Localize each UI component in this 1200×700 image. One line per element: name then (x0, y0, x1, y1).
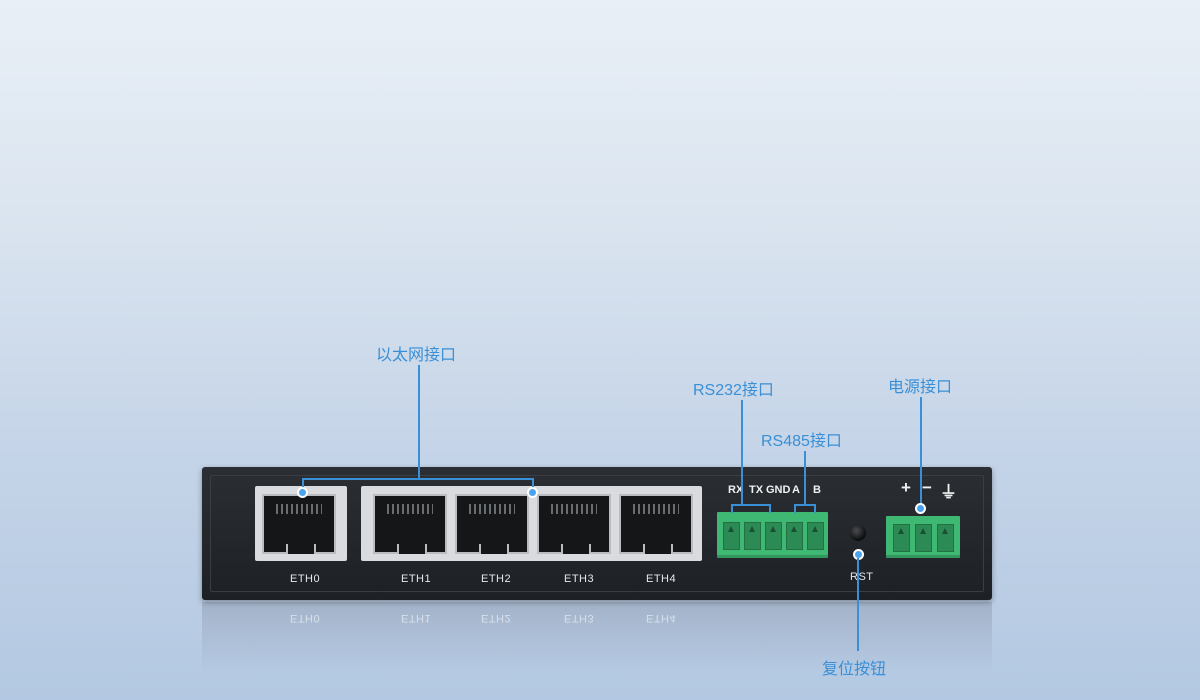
power-ground-icon: ⏚ (940, 483, 957, 502)
power-terminal-block[interactable] (886, 516, 960, 558)
pin-label-gnd: GND (766, 484, 791, 496)
eth0-label: ETH0 (290, 573, 321, 585)
callout-line-rs485-h (794, 504, 816, 506)
eth4-label: ETH4 (646, 573, 677, 585)
callout-power: 电源接口 (888, 379, 953, 396)
device-front-panel (210, 475, 984, 592)
callout-line-ethernet-h (302, 478, 534, 480)
eth0-port[interactable] (262, 494, 336, 554)
reset-label: RST (850, 571, 874, 583)
device-reflection (202, 602, 992, 672)
callout-line-rs232 (741, 400, 743, 504)
power-minus-icon: − (922, 478, 932, 497)
callout-line-ethernet-left (302, 478, 304, 491)
serial-terminal-block[interactable] (717, 512, 828, 558)
reflection-label-eth1: ETH1 (401, 612, 432, 624)
eth3-label: ETH3 (564, 573, 595, 585)
eth2-label: ETH2 (481, 573, 512, 585)
callout-rs485: RS485接口 (761, 433, 842, 450)
callout-line-reset (857, 558, 859, 651)
callout-dot-eth0 (297, 487, 308, 498)
eth4-port[interactable] (619, 494, 693, 554)
reflection-label-eth3: ETH3 (564, 612, 595, 624)
power-plus-icon: + (901, 478, 911, 497)
callout-dot-power (915, 503, 926, 514)
callout-line-rs232-h (731, 504, 771, 506)
callout-dot-eth3 (527, 487, 538, 498)
eth2-port[interactable] (455, 494, 529, 554)
callout-line-rs485 (804, 451, 806, 505)
callout-rs232: RS232接口 (693, 382, 774, 399)
pin-label-rx: RX (728, 484, 744, 496)
reflection-label-eth2: ETH2 (481, 612, 512, 624)
callout-line-power (920, 397, 922, 507)
reset-button[interactable] (850, 525, 866, 541)
callout-ethernet: 以太网接口 (376, 347, 457, 364)
callout-line-rs232-right (769, 504, 771, 513)
eth3-port[interactable] (537, 494, 611, 554)
reflection-label-eth4: ETH4 (646, 612, 677, 624)
pin-label-b: B (813, 484, 821, 496)
callout-line-ethernet (418, 365, 420, 478)
callout-line-rs485-left (794, 504, 796, 513)
reflection-label-eth0: ETH0 (290, 612, 321, 624)
pin-label-a: A (792, 484, 800, 496)
callout-reset: 复位按钮 (822, 661, 887, 678)
eth1-label: ETH1 (401, 573, 432, 585)
callout-line-rs232-left (731, 504, 733, 513)
callout-line-rs485-right (814, 504, 816, 513)
pin-label-tx: TX (749, 484, 764, 496)
eth1-port[interactable] (373, 494, 447, 554)
callout-line-ethernet-right (532, 478, 534, 491)
